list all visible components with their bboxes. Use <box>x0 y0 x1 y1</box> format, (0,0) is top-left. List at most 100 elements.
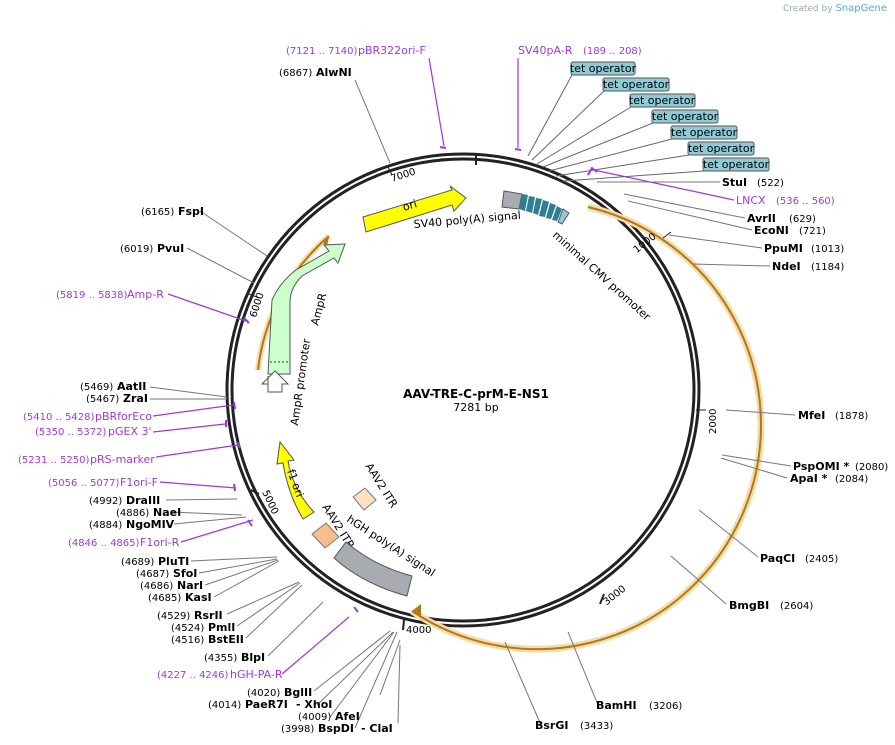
enzyme-name-bglii: BglII <box>284 686 312 699</box>
ampr-promoter-label: AmpR promoter <box>288 338 313 427</box>
enzyme-name-bsrgi: BsrGI <box>535 719 568 732</box>
enzyme-name-mfei: MfeI <box>798 409 825 422</box>
enzyme-name-paer7i: PaeR7I <box>245 698 288 711</box>
enzyme-pos-afei: (4009) <box>298 712 331 723</box>
tet-operator-box-7 <box>702 157 770 172</box>
tet-operator-box-5 <box>670 125 738 140</box>
enzyme-pos-mfei: (1878) <box>835 411 868 422</box>
ori-feature <box>362 185 467 233</box>
tick-4000: 4000 <box>406 625 431 636</box>
enzyme-pos-naei: (4886) <box>116 508 149 519</box>
enzyme-name-draiii: DraIII <box>126 494 160 507</box>
tet-operator-label-1: tet operator <box>570 62 637 75</box>
tet-block-5 <box>546 203 556 219</box>
enzyme-pos-bglii: (4020) <box>247 688 280 699</box>
tet-operator-label-2: tet operator <box>603 78 670 91</box>
enzyme-name-fspi: FspI <box>178 205 204 218</box>
enzyme-pos-nari: (4686) <box>140 581 173 592</box>
brand-prefix: Created by <box>783 4 833 14</box>
enzyme-pos-apai: (2084) <box>835 474 868 485</box>
primer-pos-f1ori-r: (4846 .. 4865) <box>68 538 140 549</box>
enzyme-name-zrai: ZraI <box>123 392 148 405</box>
enzyme-pos-paer7i: (4014) <box>208 700 241 711</box>
enzyme-pos-bspdi: (3998) <box>281 724 314 735</box>
enzyme-name-ngomiv: NgoMIV <box>126 518 175 531</box>
plasmid-name: AAV-TRE-C-prM-E-NS1 <box>403 387 549 401</box>
tet-operator-label-7: tet operator <box>703 158 770 171</box>
primer-name-pbr322ori-f: pBR322ori-F <box>358 44 426 57</box>
primer-pos-hgh-pa-r: (4227 .. 4246) <box>157 670 229 681</box>
primer-name-f1ori-f: F1ori-F <box>120 476 158 489</box>
orf-arc <box>411 206 762 651</box>
enzyme-pos-bamhi: (3206) <box>649 701 682 712</box>
plasmid-length: 7281 bp <box>453 401 498 414</box>
enzyme-name-xhoi: - XhoI <box>296 698 332 711</box>
tet-operator-box-6 <box>687 141 755 156</box>
enzyme-name-paqci: PaqCI <box>760 552 795 565</box>
enzyme-name-bmgbi: BmgBI <box>729 599 769 612</box>
enzyme-name-apai: ApaI * <box>790 472 828 485</box>
primer-name-lncx: LNCX <box>736 194 766 207</box>
hgh-polya-feature <box>333 541 413 597</box>
primer-pos-sv40pa-r: (189 .. 208) <box>583 46 642 57</box>
enzyme-pos-paqci: (2405) <box>805 554 838 565</box>
primer-pos-prs-marker: (5231 .. 5250) <box>18 455 90 466</box>
f1-ori-feature <box>276 440 315 520</box>
primer-pos-lncx: (536 .. 560) <box>776 196 835 207</box>
primer-pos-amp-r: (5819 .. 5838) <box>56 290 128 301</box>
enzyme-name-pspomi: PspOMI * <box>793 460 850 473</box>
primer-name-hgh-pa-r: hGH-PA-R <box>230 668 283 681</box>
primer-pos-pbr322ori-f: (7121 .. 7140) <box>286 46 358 57</box>
enzyme-name-stui: StuI <box>722 176 747 189</box>
enzyme-pos-alwni: (6867) <box>279 68 312 79</box>
ring-ticks <box>248 155 706 631</box>
tet-operator-label-4: tet operator <box>652 110 719 123</box>
enzyme-name-avrii: AvrII <box>747 212 776 225</box>
tet-operator-label-6: tet operator <box>688 142 755 155</box>
tet-block-1 <box>519 194 528 211</box>
orf-left-head <box>322 236 329 247</box>
sv40-polya-feature <box>501 190 523 210</box>
enzyme-pos-avrii: (629) <box>789 214 816 225</box>
enzyme-pos-bmgbi: (2604) <box>780 601 813 612</box>
primer-name-f1ori-r: F1ori-R <box>140 536 180 549</box>
ampr-label: AmpR <box>308 291 329 326</box>
enzyme-name-pluti: PluTI <box>158 555 189 568</box>
primer-name-prs-marker: pRS-marker <box>90 453 155 466</box>
primer-pos-pbrforeco: (5410 .. 5428) <box>23 412 95 423</box>
enzyme-name-bspdi: BspDI <box>318 722 354 735</box>
enzyme-pos-sfoi: (4687) <box>136 569 169 580</box>
enzyme-pos-fspi: (6165) <box>141 207 174 218</box>
enzyme-pos-pmli: (4524) <box>171 623 204 634</box>
tet-operator-group: tet operator tet operator tet operator t… <box>527 61 770 182</box>
enzyme-pos-pluti: (4689) <box>121 557 154 568</box>
enzyme-pos-econi: (721) <box>799 226 826 237</box>
tet-block-4 <box>539 200 549 217</box>
enzyme-name-afei: AfeI <box>335 710 360 723</box>
tet-operator-box-1 <box>570 61 636 76</box>
aav2-itr-bottom <box>311 522 340 549</box>
enzyme-leaders <box>149 79 796 729</box>
enzyme-name-kasi: KasI <box>185 591 212 604</box>
enzyme-name-ppumi: PpuMI <box>764 242 803 255</box>
tet-block-6 <box>552 206 562 221</box>
primer-leaders <box>152 57 735 675</box>
tet-operator-box-3 <box>629 93 696 108</box>
ampr-feature <box>267 243 346 375</box>
enzyme-name-naei: NaeI <box>153 506 181 519</box>
enzyme-name-ndei: NdeI <box>772 260 801 273</box>
enzyme-pos-ndei: (1184) <box>811 262 844 273</box>
tet-operator-box-2 <box>602 77 670 92</box>
enzyme-pos-kasi: (4685) <box>148 593 181 604</box>
tet-block-3 <box>533 198 542 215</box>
enzyme-name-bamhi: BamHI <box>596 699 637 712</box>
enzyme-pos-rsrii: (4529) <box>157 611 190 622</box>
enzyme-name-pvui: PvuI <box>157 242 184 255</box>
enzyme-name-econi: EcoNI <box>754 224 789 237</box>
enzyme-name-sfoi: SfoI <box>173 567 197 580</box>
enzyme-name-blpi: BlpI <box>241 651 265 664</box>
enzyme-pos-pvui: (6019) <box>120 244 153 255</box>
primer-name-pgex3: pGEX 3' <box>108 425 152 438</box>
enzyme-pos-ngomiv: (4884) <box>89 520 122 531</box>
enzyme-pos-ppumi: (1013) <box>811 244 844 255</box>
